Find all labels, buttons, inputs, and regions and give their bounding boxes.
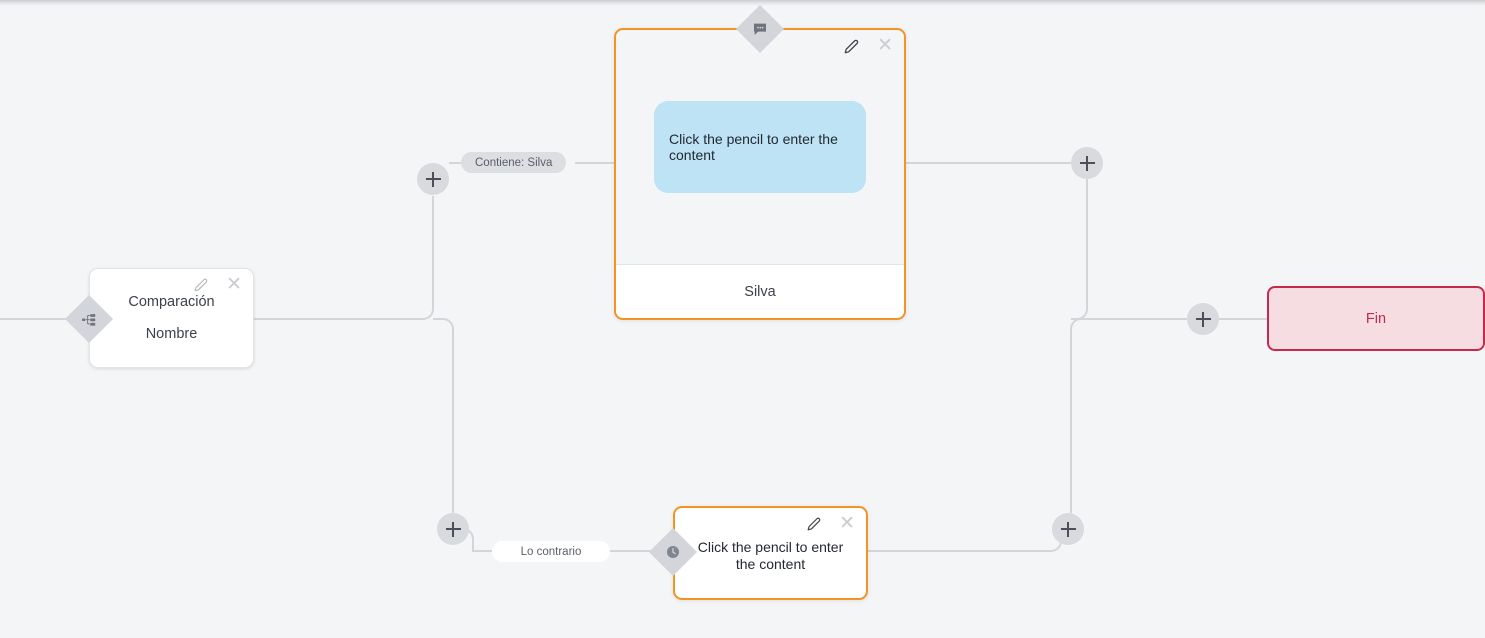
edge-plus-right-down	[1071, 179, 1088, 320]
edge-label-contiene[interactable]: Contiene: Silva	[461, 152, 567, 173]
edge-comparacion-to-branch-top	[254, 196, 434, 320]
clock-icon-badge[interactable]	[648, 527, 698, 577]
node-message-bottom[interactable]: ✕ Click the pencil to enter the content	[673, 506, 868, 600]
add-node-button-before-fin[interactable]	[1187, 303, 1219, 335]
pencil-icon[interactable]	[807, 517, 821, 531]
edge-label-lo-contrario[interactable]: Lo contrario	[492, 541, 610, 562]
add-node-button-top-right[interactable]	[1071, 147, 1103, 179]
add-node-button-branch-bottom[interactable]	[437, 513, 469, 545]
pencil-icon[interactable]	[194, 278, 208, 292]
add-node-button-branch-top[interactable]	[417, 163, 449, 195]
pencil-icon[interactable]	[844, 39, 859, 54]
node-message-top[interactable]: ✕ Click the pencil to enter the content …	[614, 28, 906, 320]
node-fin[interactable]: Fin	[1267, 286, 1485, 351]
close-icon[interactable]: ✕	[839, 513, 855, 534]
node-comparacion-subtitle: Nombre	[145, 326, 198, 342]
chat-bubble-icon-badge[interactable]	[735, 4, 785, 54]
message-bubble[interactable]: Click the pencil to enter the content	[654, 101, 866, 193]
close-icon[interactable]: ✕	[226, 274, 242, 295]
node-message-top-body: Click the pencil to enter the content	[616, 30, 904, 264]
node-message-top-actions: ✕	[844, 35, 893, 56]
node-comparacion-title: Comparación	[128, 294, 215, 310]
clock-icon	[665, 544, 681, 560]
add-node-button-bottom-right[interactable]	[1052, 513, 1084, 545]
chat-bubble-icon	[752, 21, 768, 37]
branch-icon	[82, 312, 97, 327]
node-comparacion[interactable]: ✕ Comparación Nombre	[89, 268, 254, 368]
node-fin-label: Fin	[1365, 310, 1387, 327]
edge-fin-trunk-down	[1070, 318, 1187, 513]
node-message-bottom-text: Click the pencil to enter the content	[697, 539, 844, 572]
node-message-top-footer: Silva	[616, 264, 904, 318]
node-message-bottom-actions: ✕	[807, 513, 855, 534]
edge-message-bottom-to-plus	[868, 537, 1062, 552]
node-comparacion-actions: ✕	[194, 274, 242, 295]
close-icon[interactable]: ✕	[877, 35, 893, 56]
branch-icon-badge[interactable]	[64, 294, 114, 344]
edge-comparacion-to-branch-bottom	[433, 318, 454, 513]
